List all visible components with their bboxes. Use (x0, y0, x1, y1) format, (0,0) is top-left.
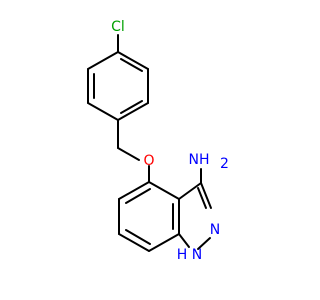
bond-ring2-6 (148, 181, 180, 200)
chlorophenyl-ring (87, 51, 149, 121)
bond-ring1-3 (87, 102, 119, 121)
molecule-diagram: Cl O NH 2 N N H (87, 19, 229, 263)
pyrazole-n1-label: N (192, 247, 202, 263)
indazole-benzene-ring (118, 181, 180, 252)
bond-c3-n2 (200, 182, 212, 209)
double-bond-ring2-b (125, 229, 151, 245)
pyrazole-ring (178, 182, 212, 250)
double-bond-ring1-b (120, 100, 143, 114)
double-bond-c3-n2 (197, 187, 207, 209)
bond-ring1-1 (87, 51, 119, 70)
bond-n2-n1 (197, 237, 211, 250)
bond-ch2-o (117, 147, 140, 161)
amine-subscript: 2 (220, 156, 229, 172)
pyrazole-n2-label: N (210, 222, 220, 238)
double-bond-ring1-c (120, 58, 143, 72)
amine-label: NH (189, 152, 210, 168)
oxygen-label: O (143, 153, 154, 169)
chlorine-label: Cl (111, 19, 125, 35)
double-bond-ring2-a (125, 188, 151, 204)
bond-ring1-6 (117, 51, 149, 70)
bond-ring2-3 (118, 233, 150, 252)
structure-canvas: Cl O NH 2 N N H (87, 19, 229, 263)
bond-ring2-4 (148, 233, 180, 252)
pyrazole-n1-hydrogen: H (177, 247, 188, 263)
bond-c3a-c3 (178, 182, 202, 200)
bond-ring2-1 (118, 181, 150, 200)
bond-ring1-4 (117, 102, 149, 121)
bond-n1-c7a (178, 233, 190, 248)
